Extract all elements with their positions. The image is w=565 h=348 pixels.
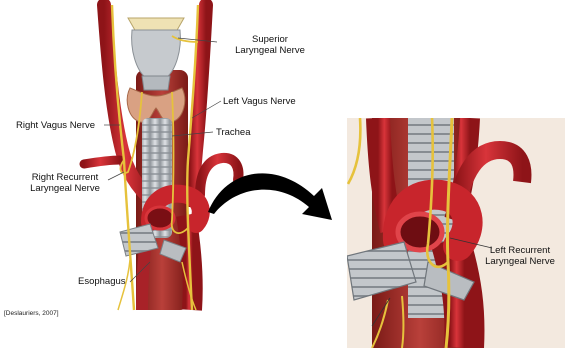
label-left-recurrent-line-2: Laryngeal Nerve [476, 256, 564, 267]
label-right-vagus-nerve: Right Vagus Nerve [16, 120, 95, 131]
label-superior-laryngeal-line-2: Laryngeal Nerve [218, 45, 322, 56]
zoom-panel [347, 118, 565, 348]
label-right-recurrent-line-2: Laryngeal Nerve [22, 183, 108, 194]
zoom-arrow [208, 173, 332, 220]
main-neck-illustration [84, 5, 238, 310]
label-superior-laryngeal-nerve: Superior Laryngeal Nerve [218, 34, 322, 56]
citation: [Deslauriers, 2007] [4, 308, 59, 319]
cricoid-cartilage [142, 76, 170, 90]
label-esophagus: Esophagus [78, 276, 126, 287]
label-right-recurrent-line-1: Right Recurrent [22, 172, 108, 183]
label-right-recurrent-laryngeal-nerve: Right Recurrent Laryngeal Nerve [22, 172, 108, 194]
label-left-recurrent-laryngeal-nerve: Left Recurrent Laryngeal Nerve [476, 245, 564, 267]
label-left-recurrent-line-1: Left Recurrent [476, 245, 564, 256]
label-left-vagus-nerve: Left Vagus Nerve [223, 96, 296, 107]
right-subclavian-artery [84, 160, 120, 164]
label-superior-laryngeal-line-1: Superior [218, 34, 322, 45]
label-trachea: Trachea [216, 127, 251, 138]
